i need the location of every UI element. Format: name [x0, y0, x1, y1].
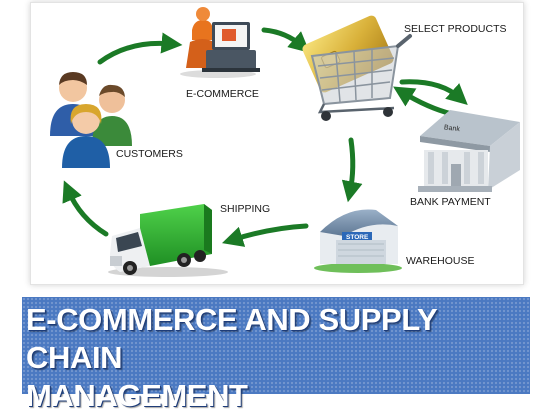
bank-payment-label: BANK PAYMENT — [410, 196, 491, 208]
banner-title-line-1: E-COMMERCE AND SUPPLY CHAIN — [26, 302, 437, 375]
banner-title-line-2: MANAGEMENT — [26, 378, 248, 413]
ecommerce-label: E-COMMERCE — [186, 88, 259, 100]
arrow-products-to-warehouse — [341, 137, 363, 203]
shipping-label: SHIPPING — [220, 203, 270, 215]
warehouse-store-icon: STORE — [314, 209, 402, 273]
customers-label: CUSTOMERS — [116, 148, 183, 160]
ecommerce-laptop-icon — [180, 7, 260, 78]
banner-title: E-COMMERCE AND SUPPLY CHAIN MANAGEMENT — [26, 301, 526, 415]
arrow-products-to-bank — [399, 79, 468, 106]
arrow-bank-to-products — [393, 86, 455, 117]
warehouse-label: WAREHOUSE — [406, 255, 474, 267]
shopping-cart-icon — [302, 15, 412, 121]
delivery-truck-icon — [108, 204, 228, 277]
arrow-warehouse-to-shipping — [221, 223, 309, 247]
flow-arrows — [62, 27, 468, 247]
arrow-ecommerce-to-products — [261, 27, 310, 53]
customers-people-icon — [50, 72, 132, 168]
arrow-customers-to-ecommerce — [97, 32, 183, 65]
store-sign: STORE — [346, 234, 369, 241]
bank-sign: Bank — [444, 124, 461, 133]
arrow-shipping-to-customers — [62, 180, 109, 237]
bank-building-icon: Bank — [418, 110, 520, 192]
title-banner: E-COMMERCE AND SUPPLY CHAIN MANAGEMENT — [22, 297, 530, 413]
select-products-label: SELECT PRODUCTS — [404, 23, 507, 35]
